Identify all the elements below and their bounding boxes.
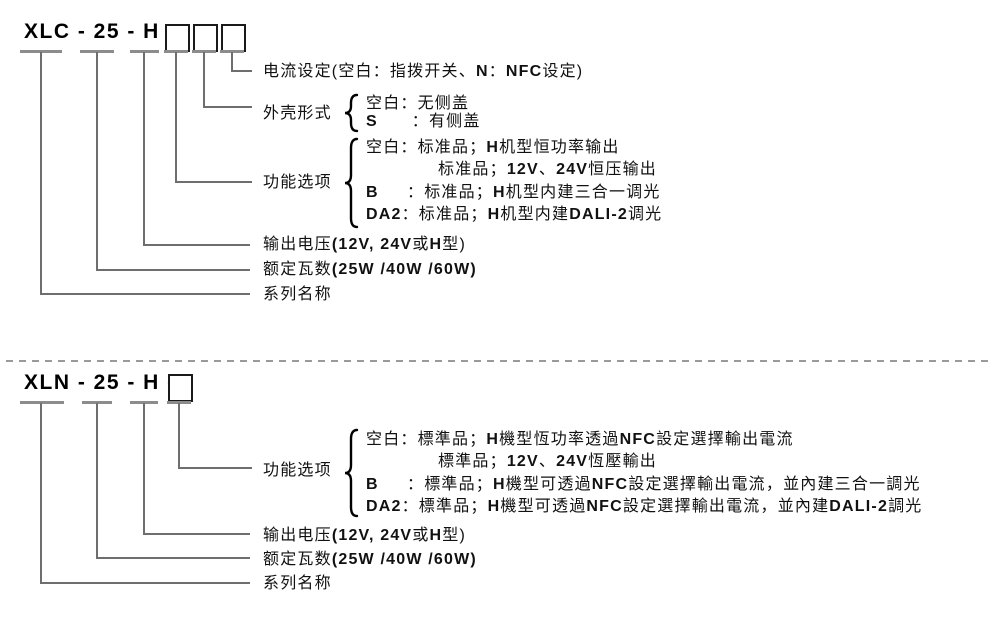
- connector-line: [231, 70, 252, 72]
- connector-line: [175, 52, 177, 182]
- brace-icon: [344, 428, 359, 518]
- brace-icon: [344, 93, 359, 133]
- callout-output-voltage: 输出电压(12V, 24V或H型): [263, 527, 467, 544]
- connector-line: [143, 533, 250, 535]
- tick-case: [192, 50, 216, 53]
- case-option: 空白：无侧盖: [366, 95, 470, 112]
- connector-line: [96, 557, 250, 559]
- connector-line: [96, 403, 98, 559]
- connector-line: [143, 403, 145, 535]
- callout-current-setting: 电流设定(空白：指拨开关、N：NFC设定): [263, 63, 584, 80]
- tick-wattage: [82, 401, 112, 404]
- model-digit-box: [221, 24, 246, 52]
- connector-line: [40, 293, 250, 295]
- model-digit-box: [168, 374, 193, 402]
- callout-series-name: 系列名称: [263, 286, 332, 303]
- connector-line: [96, 52, 98, 270]
- function-option: 標準品；12V、24V恆壓輸出: [438, 453, 657, 470]
- tick-function: [167, 401, 191, 404]
- connector-line: [143, 244, 250, 246]
- callout-case-type-label: 外壳形式: [263, 105, 332, 122]
- function-option: 空白：標準品；H機型恆功率透過NFC設定選擇輸出電流: [366, 431, 794, 448]
- function-option: B ：标准品；H机型内建三合一调光: [366, 184, 661, 201]
- function-option: DA2：標準品；H機型可透過NFC設定選擇輸出電流，並內建DALI-2調光: [366, 498, 923, 515]
- xlc-model-number: XLC - 25 - H -: [24, 20, 176, 43]
- connector-line: [175, 181, 252, 183]
- callout-series-name: 系列名称: [263, 575, 332, 592]
- connector-line: [178, 403, 180, 469]
- callout-output-voltage: 输出电压(12V, 24V或H型): [263, 236, 467, 253]
- tick-function: [164, 50, 188, 53]
- xln-model-number: XLN - 25 - H -: [24, 371, 176, 394]
- case-option: S ：有侧盖: [366, 113, 481, 130]
- brace-icon: [344, 137, 359, 229]
- model-digit-box: [165, 24, 190, 52]
- callout-function-options-label: 功能选项: [263, 462, 332, 479]
- connector-line: [40, 403, 42, 584]
- connector-line: [203, 52, 205, 107]
- function-option: 空白：标准品；H机型恒功率输出: [366, 139, 620, 156]
- connector-line: [203, 106, 252, 108]
- connector-line: [143, 52, 145, 245]
- model-digit-box: [193, 24, 218, 52]
- tick-current: [220, 50, 244, 53]
- callout-function-options-label: 功能选项: [263, 174, 332, 191]
- tick-wattage: [80, 50, 114, 53]
- tick-series: [20, 401, 64, 404]
- tick-series: [20, 50, 62, 53]
- connector-line: [40, 582, 250, 584]
- dashed-divider: [6, 360, 988, 362]
- connector-line: [96, 269, 250, 271]
- connector-line: [231, 52, 233, 71]
- connector-line: [40, 52, 42, 294]
- connector-line: [178, 467, 252, 469]
- function-option: DA2：标准品；H机型内建DALI-2调光: [366, 206, 663, 223]
- tick-voltage: [130, 50, 159, 53]
- tick-voltage: [130, 401, 158, 404]
- callout-rated-wattage: 额定瓦数(25W /40W /60W): [263, 551, 477, 568]
- function-option: 标准品；12V、24V恒压输出: [438, 161, 657, 178]
- callout-rated-wattage: 额定瓦数(25W /40W /60W): [263, 261, 477, 278]
- function-option: B ：標準品；H機型可透過NFC設定選擇輸出電流，並內建三合一調光: [366, 476, 921, 493]
